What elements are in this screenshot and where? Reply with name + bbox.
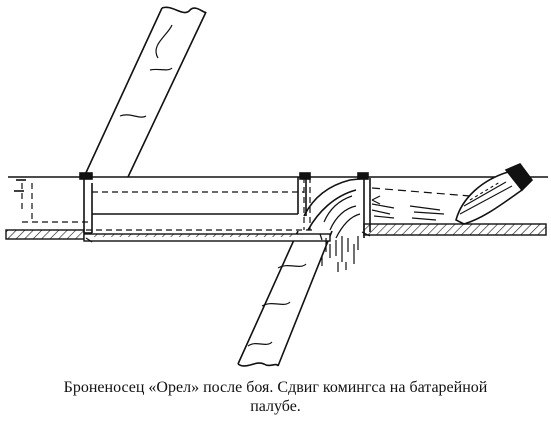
deck-edge-marks [85, 231, 371, 243]
artillery-shell [455, 163, 534, 225]
impact-splinter-lines [321, 195, 361, 272]
shell-path-dashed [371, 187, 471, 197]
shifted-coaming [79, 172, 369, 234]
caption-line-1: Броненосец «Орел» после боя. Сдвиг комин… [63, 379, 488, 396]
caption-line-2: палубе. [250, 398, 301, 415]
original-coaming-dashed [21, 177, 316, 231]
upper-ventilator-pipe [83, 6, 207, 178]
figure-caption: Броненосец «Орел» после боя. Сдвиг комин… [12, 378, 539, 416]
deck-right [363, 223, 547, 236]
deck-left [5, 229, 331, 242]
shell-trajectory-arrows [371, 195, 445, 221]
bent-coaming-edge [303, 177, 371, 238]
lower-ventilator-pipe [237, 230, 333, 367]
left-flange [14, 179, 26, 192]
